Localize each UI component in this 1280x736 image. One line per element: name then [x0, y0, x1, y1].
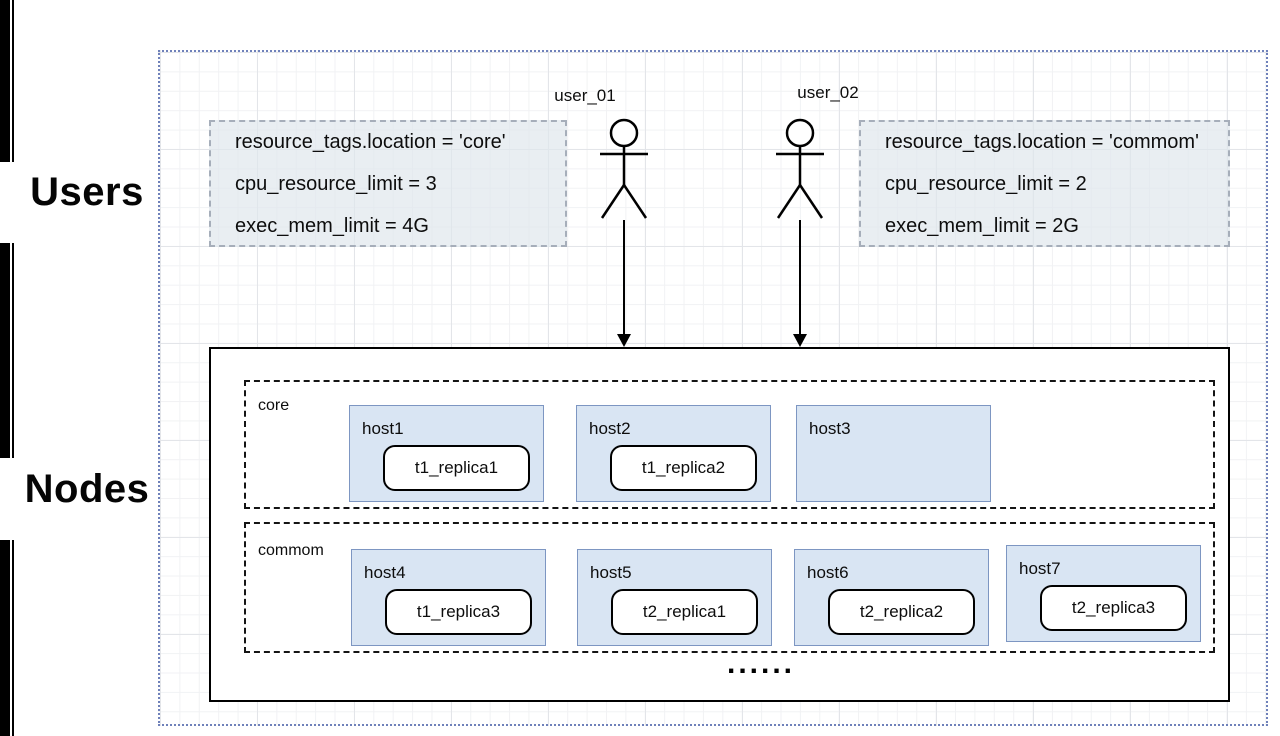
param-resource-tags: resource_tags.location = 'core' — [235, 130, 506, 153]
host-label: host6 — [807, 563, 849, 582]
host-node: host1 t1_replica1 — [349, 405, 544, 502]
users-section-label: Users — [30, 170, 144, 214]
nodes-section-label: Nodes — [24, 467, 150, 511]
host-label: host2 — [589, 419, 631, 438]
replica-box: t2_replica1 — [611, 589, 758, 635]
left-edge-bar-top — [0, 0, 10, 162]
param-cpu-limit: cpu_resource_limit = 2 — [885, 172, 1087, 195]
arrow-down-icon — [623, 220, 625, 335]
param-mem-limit: exec_mem_limit = 2G — [885, 214, 1079, 237]
host-label: host3 — [809, 419, 851, 438]
param-cpu-limit: cpu_resource_limit = 3 — [235, 172, 437, 195]
param-resource-tags: resource_tags.location = 'commom' — [885, 130, 1199, 153]
user01-params-box: resource_tags.location = 'core' cpu_reso… — [209, 120, 567, 247]
arrow-down-icon — [799, 220, 801, 335]
left-edge-bar-middle — [0, 243, 10, 458]
host-label: host4 — [364, 563, 406, 582]
more-hosts-ellipsis: ...... — [726, 647, 795, 680]
replica-box: t2_replica2 — [828, 589, 975, 635]
host-label: host5 — [590, 563, 632, 582]
user02-params-box: resource_tags.location = 'commom' cpu_re… — [859, 120, 1230, 247]
host-node: host4 t1_replica3 — [351, 549, 546, 646]
arrowhead-down-icon — [617, 334, 631, 347]
zone-commom-label: commom — [258, 542, 324, 559]
param-mem-limit: exec_mem_limit = 4G — [235, 214, 429, 237]
nodes-box: core host1 t1_replica1 host2 t1_replica2… — [209, 347, 1230, 702]
host-label: host7 — [1019, 559, 1061, 578]
replica-box: t1_replica3 — [385, 589, 532, 635]
user01-label: user_01 — [554, 86, 616, 105]
left-edge-line-top — [12, 0, 14, 162]
host-node: host3 — [796, 405, 991, 502]
left-edge-line-bottom — [12, 540, 14, 736]
host-node: host7 t2_replica3 — [1006, 545, 1201, 642]
user02-label: user_02 — [797, 83, 859, 102]
user-actor-icon — [776, 118, 824, 219]
host-node: host2 t1_replica2 — [576, 405, 771, 502]
replica-box: t1_replica2 — [610, 445, 757, 491]
arrowhead-down-icon — [793, 334, 807, 347]
zone-commom: commom host4 t1_replica3 host5 t2_replic… — [244, 522, 1215, 653]
replica-box: t2_replica3 — [1040, 585, 1187, 631]
host-node: host6 t2_replica2 — [794, 549, 989, 646]
replica-box: t1_replica1 — [383, 445, 530, 491]
zone-core-label: core — [258, 397, 290, 414]
left-edge-bar-bottom — [0, 540, 10, 736]
host-label: host1 — [362, 419, 404, 438]
user-actor-icon — [600, 118, 648, 219]
host-node: host5 t2_replica1 — [577, 549, 772, 646]
left-edge-line-middle — [12, 243, 14, 458]
diagram-canvas: resource_tags.location = 'core' cpu_reso… — [158, 50, 1268, 726]
zone-core: core host1 t1_replica1 host2 t1_replica2… — [244, 380, 1215, 509]
